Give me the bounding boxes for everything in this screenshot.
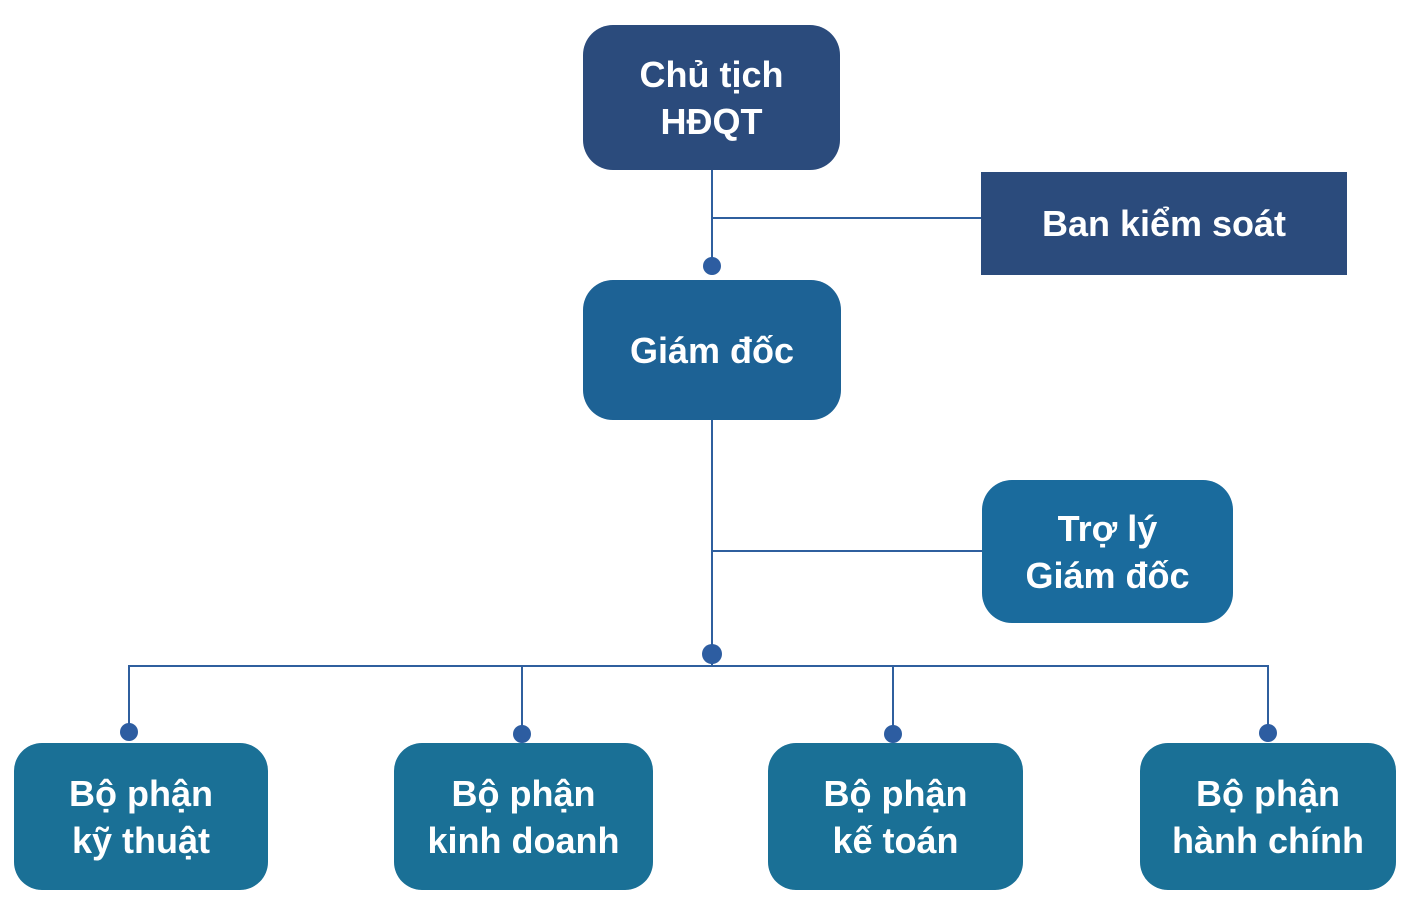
junction-dot-above-dept-sales [513,725,531,743]
junction-dot-above-director [703,257,721,275]
node-assistant-director-label-line2: Giám đốc [1025,554,1190,596]
node-dept-sales: Bộ phận kinh doanh [394,743,653,890]
node-chairman-label-line1: Chủ tịch [639,53,784,95]
connector-drop-dept-accounting [892,665,894,735]
node-dept-admin-label-line2: hành chính [1172,819,1364,861]
node-dept-accounting-label-line2: kế toán [832,819,959,861]
connector-drop-dept-technical [128,665,130,733]
connector-drop-dept-sales [521,665,523,735]
node-dept-admin-label-line1: Bộ phận [1196,772,1340,814]
node-dept-sales-label-line2: kinh doanh [427,819,620,861]
node-chairman-label-line2: HĐQT [660,100,763,142]
node-dept-technical: Bộ phận kỹ thuật [14,743,268,890]
junction-dot-above-dept-technical [120,723,138,741]
node-director-label: Giám đốc [629,329,795,371]
node-dept-accounting-label-line1: Bộ phận [823,772,968,814]
node-supervisory-board-label: Ban kiểm soát [1041,203,1287,244]
node-chairman: Chủ tịch HĐQT [583,25,840,170]
node-director: Giám đốc [583,280,841,420]
connector-director-to-depts [711,420,713,666]
node-supervisory-board: Ban kiểm soát [981,172,1347,275]
node-dept-technical-label-line1: Bộ phận [69,772,213,814]
connector-branch-assistant [712,550,982,552]
node-dept-admin: Bộ phận hành chính [1140,743,1396,890]
node-dept-accounting: Bộ phận kế toán [768,743,1023,890]
connector-departments-bar [129,665,1269,667]
junction-dot-above-dept-accounting [884,725,902,743]
node-assistant-director: Trợ lý Giám đốc [982,480,1233,623]
node-dept-technical-label-line2: kỹ thuật [71,819,211,861]
connector-branch-supervisory [712,217,981,219]
junction-dot-departments-split [702,644,722,664]
junction-dot-above-dept-admin [1259,724,1277,742]
connector-drop-dept-admin [1267,665,1269,733]
node-assistant-director-label-line1: Trợ lý [1057,507,1158,549]
node-dept-sales-label-line1: Bộ phận [451,772,596,814]
